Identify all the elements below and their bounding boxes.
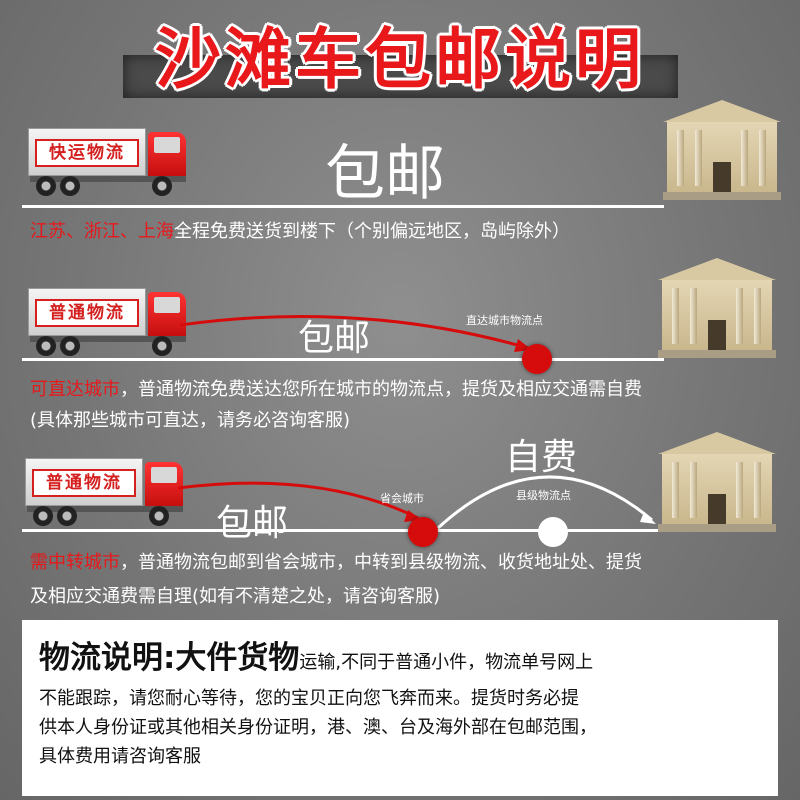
notice-heading: 物流说明:大件货物运输,不同于普通小件，物流单号网上 — [39, 640, 594, 676]
node-label: 县级物流点 — [516, 489, 571, 502]
section-3-text: 需中转城市，普通物流包邮到省会城市，中转到县级物流、收货地址处、提货 — [30, 552, 642, 573]
building-icon — [658, 258, 776, 358]
node-label: 省会城市 — [380, 492, 424, 505]
notice-body: 不能跟踪，请您耐心等待，您的宝贝正向您飞奔而来。提货时务必提 供本人身份证或其他… — [39, 684, 769, 771]
city-node-marker — [522, 344, 552, 374]
route-arrow — [177, 475, 656, 530]
free-shipping-badge: 包邮 — [298, 318, 371, 359]
section-2-text: 可直达城市，普通物流免费送达您所在城市的物流点，提货及相应交通需自费 — [30, 379, 642, 400]
section-3-note: 及相应交通费需自理(如有不清楚之处，请咨询客服) — [30, 586, 441, 607]
node-label: 直达城市物流点 — [466, 314, 543, 327]
truck-label: 快运物流 — [35, 139, 139, 167]
truck-icon: 普通物流 — [25, 458, 185, 528]
notice-panel: 物流说明:大件货物运输,不同于普通小件，物流单号网上 不能跟踪，请您耐心等待，您… — [22, 620, 778, 796]
truck-label: 普通物流 — [35, 299, 139, 327]
title-bar — [123, 55, 678, 98]
truck-label: 普通物流 — [32, 469, 136, 497]
county-node-marker — [538, 517, 568, 547]
truck-icon: 普通物流 — [28, 288, 188, 358]
page-title: 沙滩车包邮说明 — [155, 21, 645, 98]
route-line — [22, 529, 664, 532]
city-node-marker — [408, 517, 438, 547]
notice-line: 供本人身份证或其他相关身份证明，港、澳、台及海外部在包邮范围， — [39, 717, 597, 738]
notice-line: 具体费用请咨询客服 — [39, 746, 201, 767]
free-shipping-badge: 包邮 — [325, 139, 445, 209]
section-1-text: 江苏、浙江、上海全程免费送货到楼下（个别偏远地区，岛屿除外） — [30, 221, 570, 242]
route-line — [22, 358, 664, 361]
notice-line: 不能跟踪，请您耐心等待，您的宝贝正向您飞奔而来。提货时务必提 — [39, 688, 579, 709]
truck-icon: 快运物流 — [28, 128, 188, 198]
section-2-note: (具体那些城市可直达，请务必咨询客服) — [30, 410, 351, 431]
self-pay-badge: 自费 — [505, 437, 578, 478]
building-icon — [663, 100, 781, 200]
building-icon — [658, 432, 776, 532]
route-line — [22, 205, 664, 208]
free-shipping-badge: 包邮 — [216, 503, 289, 544]
